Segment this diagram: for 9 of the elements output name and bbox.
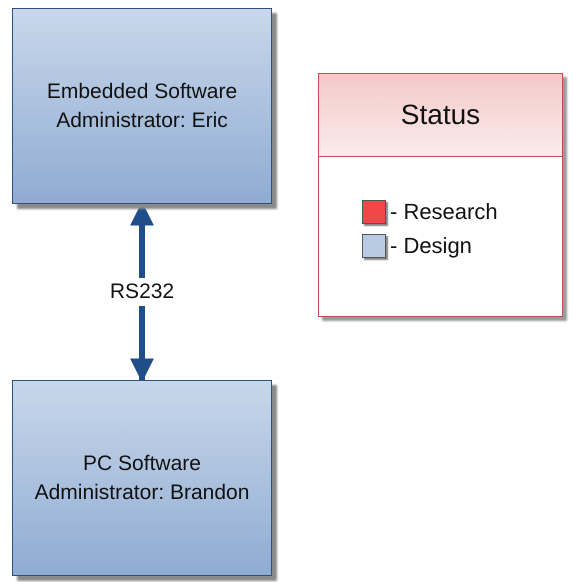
- double-arrow: [130, 202, 154, 382]
- panel-title: Status: [400, 99, 480, 131]
- status-panel: [318, 73, 563, 317]
- legend-label: - Design: [390, 233, 472, 259]
- box-label: Embedded Software Administrator: Eric: [46, 78, 238, 134]
- legend-label: - Research: [390, 199, 498, 225]
- process-box: [12, 8, 272, 204]
- box-label: PC Software Administrator: Brandon: [34, 450, 250, 506]
- process-box: [12, 380, 272, 576]
